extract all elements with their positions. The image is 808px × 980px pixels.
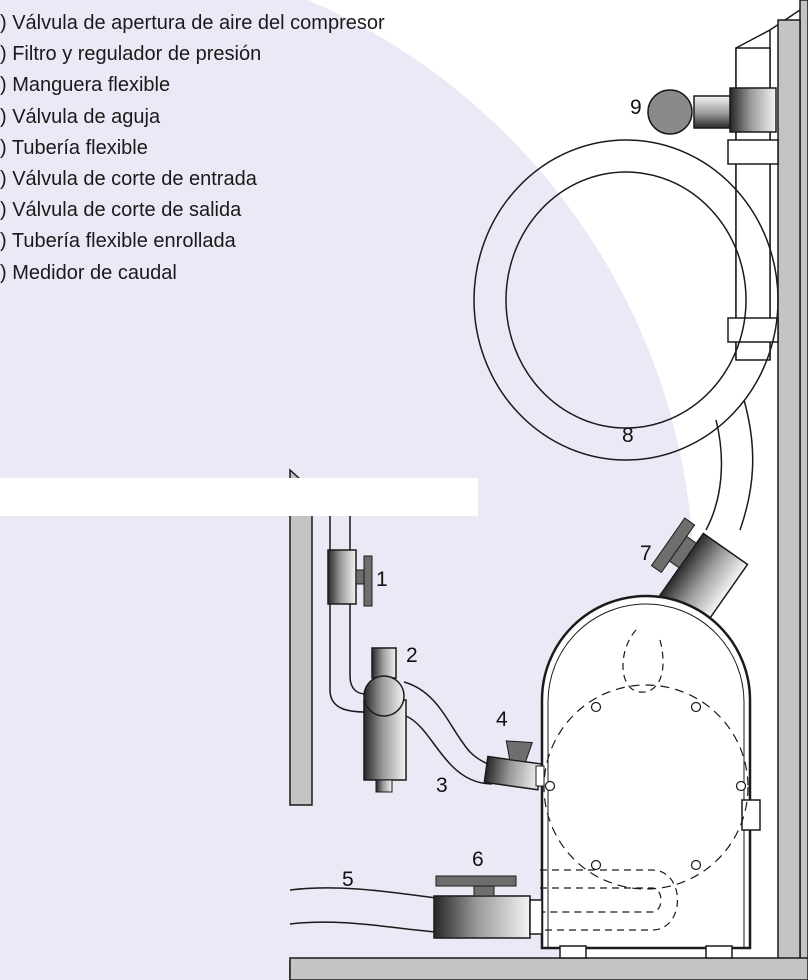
internal-u-bend-bottom (540, 869, 679, 931)
drum-bolts (544, 701, 747, 871)
legend-item-9: ) Medidor de caudal (0, 261, 177, 284)
internal-u-bend-top (622, 629, 664, 693)
flow-meter-dial (647, 89, 693, 135)
regulator-drain (375, 779, 393, 793)
legend-item-6: ) Válvula de corte de entrada (0, 167, 257, 190)
callout-7: 7 (640, 542, 652, 565)
cabinet (540, 594, 752, 950)
coil-outer (473, 139, 779, 461)
inlet-tube (289, 887, 437, 933)
coil-lead (705, 399, 754, 531)
compressor-valve-handle (363, 555, 373, 607)
legend-item-2: ) Filtro y regulador de presión (0, 43, 262, 66)
legend-list: ) Válvula de apertura de aire del compre… (0, 8, 385, 289)
cabinet-inner-line (547, 603, 745, 948)
clamp-lower (727, 317, 779, 343)
needle-valve (483, 740, 543, 791)
callout-6: 6 (472, 848, 484, 871)
inlet-valve-handle (435, 875, 517, 887)
inlet-valve-body (433, 895, 531, 939)
needle-valve-nozzle (535, 765, 545, 787)
left-wall (289, 468, 313, 806)
compressor-valve-stem (355, 569, 365, 585)
floor (289, 957, 808, 980)
legend-item-7: ) Válvula de corte de salida (0, 199, 242, 222)
callout-1: 1 (376, 568, 388, 591)
callout-3: 3 (436, 774, 448, 797)
callout-4: 4 (496, 708, 508, 731)
coil-inner (505, 171, 747, 429)
compressor-valve-body (327, 549, 357, 605)
legend-item-1: ) Válvula de apertura de aire del compre… (0, 12, 385, 34)
cabinet-foot-left (559, 945, 587, 959)
legend-item-3: ) Manguera flexible (0, 74, 171, 97)
regulator-head (363, 675, 405, 717)
flow-meter-body (729, 87, 777, 133)
inlet-valve-outlet (529, 899, 543, 935)
legend-item-4: ) Válvula de aguja (0, 105, 161, 128)
callout-8: 8 (622, 424, 634, 447)
callout-5: 5 (342, 868, 354, 891)
legend-item-5: ) Tubería flexible (0, 136, 148, 159)
callout-9: 9 (630, 96, 642, 119)
legend-item-8: ) Tubería flexible enrollada (0, 230, 236, 253)
clamp-upper (727, 139, 779, 165)
callout-2: 2 (406, 644, 418, 667)
cabinet-foot-right (705, 945, 733, 959)
white-banner (0, 478, 478, 516)
regulator-cap (371, 647, 397, 679)
cabinet-handle (741, 799, 761, 831)
right-wall (777, 19, 801, 963)
internal-drum (543, 684, 749, 890)
flow-meter-neck (693, 95, 731, 129)
